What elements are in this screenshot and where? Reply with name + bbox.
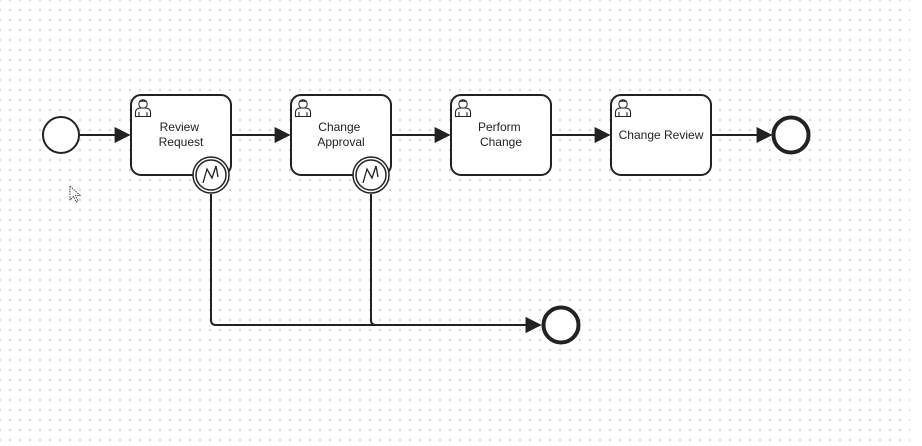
task-label-line: Change <box>480 135 522 149</box>
task-review-request[interactable]: Review Request <box>130 94 232 176</box>
task-label: Perform Change <box>478 120 524 149</box>
task-change-approval[interactable]: Change Approval <box>290 94 392 176</box>
flow-review-error-to-end[interactable] <box>210 194 542 333</box>
task-label-line: Approval <box>317 135 364 149</box>
mouse-pointer-icon <box>69 184 82 203</box>
error-boundary-change-approval[interactable] <box>352 156 390 194</box>
task-label-line: Perform <box>478 120 521 134</box>
task-label-line: Review <box>160 120 200 134</box>
task-label-line: Request <box>159 135 204 149</box>
error-boundary-review-request[interactable] <box>192 156 230 194</box>
end-event-error[interactable] <box>541 305 581 345</box>
canvas-edge <box>910 0 922 446</box>
task-label-line: Change <box>318 120 360 134</box>
task-label: Review Request <box>159 120 204 149</box>
flow-approval-error-to-end[interactable] <box>370 194 542 333</box>
error-flows <box>210 194 542 333</box>
task-perform-change[interactable]: Perform Change <box>450 94 552 176</box>
start-event[interactable] <box>42 116 80 154</box>
task-label: Change Review <box>619 128 704 142</box>
task-label-line: Change Review <box>619 128 704 142</box>
task-label: Change Approval <box>317 120 364 149</box>
task-change-review[interactable]: Change Review <box>610 94 712 176</box>
end-event-main[interactable] <box>771 115 811 155</box>
